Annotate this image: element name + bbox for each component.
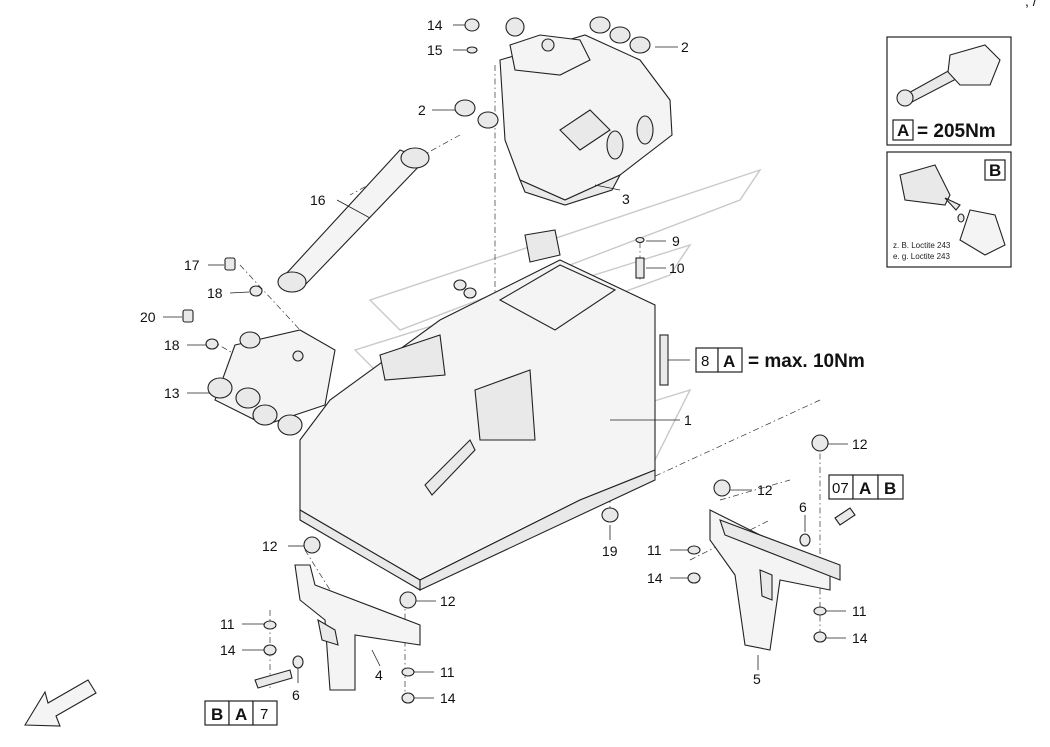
ref-ba7: B A 7 (204, 700, 278, 726)
callout-16: 16 (310, 192, 326, 208)
manifold (207, 329, 336, 436)
callout-18-bottom: 18 (164, 337, 180, 353)
washer-nut-top (464, 18, 480, 54)
bracket-left (294, 564, 421, 691)
callout-11-right: 11 (647, 542, 662, 558)
torque-8a-num: 8 (701, 353, 709, 370)
callout-6-left: 6 (292, 687, 300, 703)
ref-ba7-letter-a: A (235, 705, 247, 724)
callout-14-left: 14 (220, 642, 236, 658)
rubber-mounts (303, 434, 829, 609)
corner-mark: , / (1025, 0, 1037, 9)
callout-12-left: 12 (262, 538, 278, 554)
callout-2-left: 2 (418, 102, 426, 118)
direction-arrow (24, 679, 97, 727)
callout-11-center: 11 (440, 664, 455, 680)
torque-8a-text: = max. 10Nm (748, 351, 865, 372)
torque-8a-letter: A (723, 352, 735, 371)
tank (299, 229, 669, 591)
panel-adhesive-b: B z. B. Loctite 243 e. g. Loctite 243 (886, 151, 1012, 268)
callout-18-top: 18 (207, 285, 223, 301)
callout-13: 13 (164, 385, 180, 401)
callout-14-far-right: 14 (852, 630, 868, 646)
callout-20: 20 (140, 309, 156, 325)
ref-07ab: 07 A B (828, 474, 904, 500)
callout-10: 10 (669, 260, 685, 276)
callout-19: 19 (602, 543, 618, 559)
suction-hose (277, 147, 430, 293)
ref-ba7-letter-b: B (211, 705, 223, 724)
bolt-9-10 (635, 236, 645, 279)
bracket-right (709, 509, 841, 651)
ref-07ab-num: 07 (832, 480, 849, 497)
panel-b-line1: z. B. Loctite 243 (893, 241, 951, 250)
callout-1: 1 (684, 412, 692, 428)
callout-9: 9 (672, 233, 680, 249)
panel-b-letter: B (989, 161, 1001, 180)
callout-numbers: 14 15 2 2 3 16 17 18 20 18 13 9 10 1 12 … (140, 17, 868, 706)
callout-12-far-right: 12 (852, 436, 868, 452)
callout-11-left: 11 (220, 616, 235, 632)
panel-b-line2: e. g. Loctite 243 (893, 252, 950, 261)
callout-6-right: 6 (799, 499, 807, 515)
callout-14-top: 14 (427, 17, 443, 33)
callout-2-right: 2 (681, 39, 689, 55)
callout-14-right: 14 (647, 570, 663, 586)
washers-nuts (254, 507, 856, 704)
leader-lines (163, 24, 848, 699)
callout-4: 4 (375, 667, 383, 683)
adhesive-bottle-icon (899, 164, 1006, 256)
callout-17: 17 (184, 257, 200, 273)
callout-14-center: 14 (440, 690, 456, 706)
ref-ba7-num: 7 (260, 706, 268, 723)
callout-12-center: 12 (440, 593, 456, 609)
ref-07ab-letter-b: B (884, 479, 896, 498)
panel-a-letter: A (897, 121, 909, 140)
callout-3: 3 (622, 191, 630, 207)
callout-12-right: 12 (757, 482, 773, 498)
bolts-left (182, 257, 263, 350)
valve-housing (454, 16, 673, 206)
callout-11-far-right: 11 (852, 603, 867, 619)
torque-spec-8a: 8 A = max. 10Nm (695, 347, 865, 373)
ref-07ab-letter-a: A (859, 479, 871, 498)
wrench-icon (896, 44, 1001, 107)
drain-plug (601, 507, 619, 523)
callout-5: 5 (753, 671, 761, 687)
panel-a-torque: = 205Nm (917, 121, 996, 142)
panel-torque-a: A = 205Nm (886, 36, 1012, 146)
callout-15: 15 (427, 42, 443, 58)
